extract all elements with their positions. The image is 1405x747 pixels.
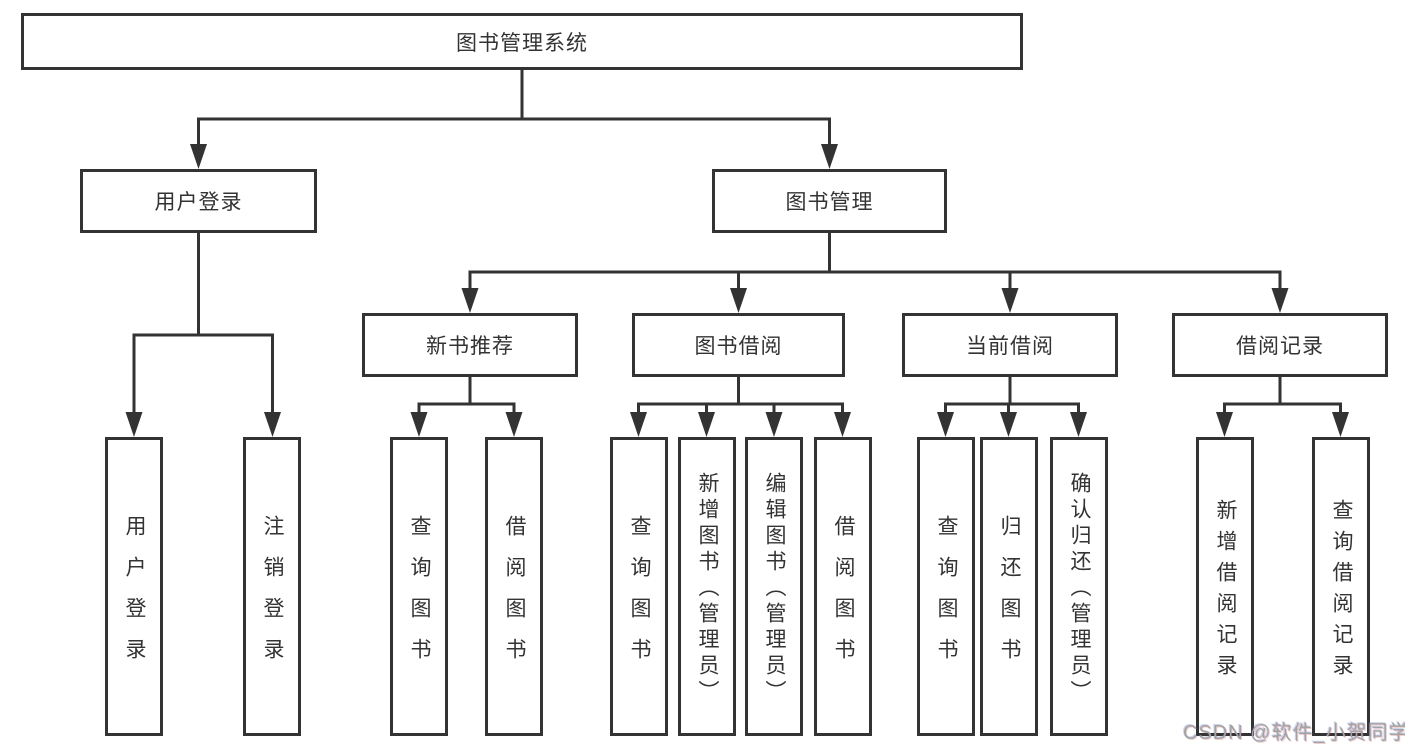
leaf-user-login: 用户登录 bbox=[105, 437, 163, 736]
connector-user-login-children bbox=[132, 233, 274, 414]
connector-current-borrowing-children bbox=[944, 377, 1080, 414]
node-borrowing-records: 借阅记录 bbox=[1172, 313, 1388, 377]
arrowhead bbox=[410, 412, 428, 437]
leaf-add-books-admin: 新增图书（管理员） bbox=[678, 437, 736, 736]
arrowhead bbox=[264, 412, 281, 437]
arrowhead bbox=[630, 412, 647, 437]
leaf-return-books: 归还图书 bbox=[980, 437, 1038, 736]
leaf-add-borrow-record: 新增借阅记录 bbox=[1196, 437, 1254, 736]
leaf-borrowing-query-books: 查询图书 bbox=[610, 437, 668, 736]
connector-borrowing-records-children bbox=[1223, 377, 1342, 414]
arrowhead bbox=[834, 412, 851, 437]
leaf-recommend-borrow-books: 借阅图书 bbox=[485, 437, 543, 736]
leaf-current-query-books: 查询图书 bbox=[917, 437, 975, 736]
arrowhead bbox=[1271, 288, 1289, 313]
node-user-login: 用户登录 bbox=[80, 169, 317, 233]
arrowhead bbox=[1216, 412, 1233, 437]
arrowhead bbox=[461, 288, 479, 313]
leaf-query-borrow-record: 查询借阅记录 bbox=[1312, 437, 1370, 736]
leaf-recommend-query-books: 查询图书 bbox=[390, 437, 448, 736]
connector-book-management-children bbox=[468, 233, 1282, 290]
leaf-edit-books-admin: 编辑图书（管理员） bbox=[745, 437, 803, 736]
leaf-borrowing-borrow-books: 借阅图书 bbox=[814, 437, 872, 736]
watermark: CSDN @软件_小贺同学 bbox=[1183, 722, 1405, 744]
arrowhead bbox=[698, 412, 715, 437]
arrowhead bbox=[190, 144, 207, 169]
arrowhead bbox=[1070, 412, 1087, 437]
connector-root-to-level2 bbox=[197, 70, 831, 146]
arrowhead bbox=[821, 144, 838, 169]
node-root: 图书管理系统 bbox=[21, 13, 1023, 70]
node-new-book-recommend: 新书推荐 bbox=[362, 313, 578, 377]
arrowhead bbox=[937, 412, 954, 437]
leaf-confirm-return-admin: 确认归还（管理员） bbox=[1050, 437, 1108, 736]
node-book-management: 图书管理 bbox=[712, 169, 947, 233]
node-book-borrowing: 图书借阅 bbox=[632, 313, 845, 377]
arrowhead bbox=[1001, 288, 1019, 313]
arrowhead bbox=[505, 412, 523, 437]
connector-new-book-recommend-children bbox=[417, 377, 516, 414]
arrowhead bbox=[765, 412, 783, 437]
arrowhead bbox=[730, 288, 747, 313]
arrowhead bbox=[125, 412, 143, 437]
node-current-borrowing: 当前借阅 bbox=[902, 313, 1118, 377]
arrowhead bbox=[1332, 412, 1349, 437]
arrowhead bbox=[1000, 412, 1017, 437]
connector-book-borrowing-children bbox=[637, 377, 844, 414]
leaf-logout: 注销登录 bbox=[243, 437, 301, 736]
